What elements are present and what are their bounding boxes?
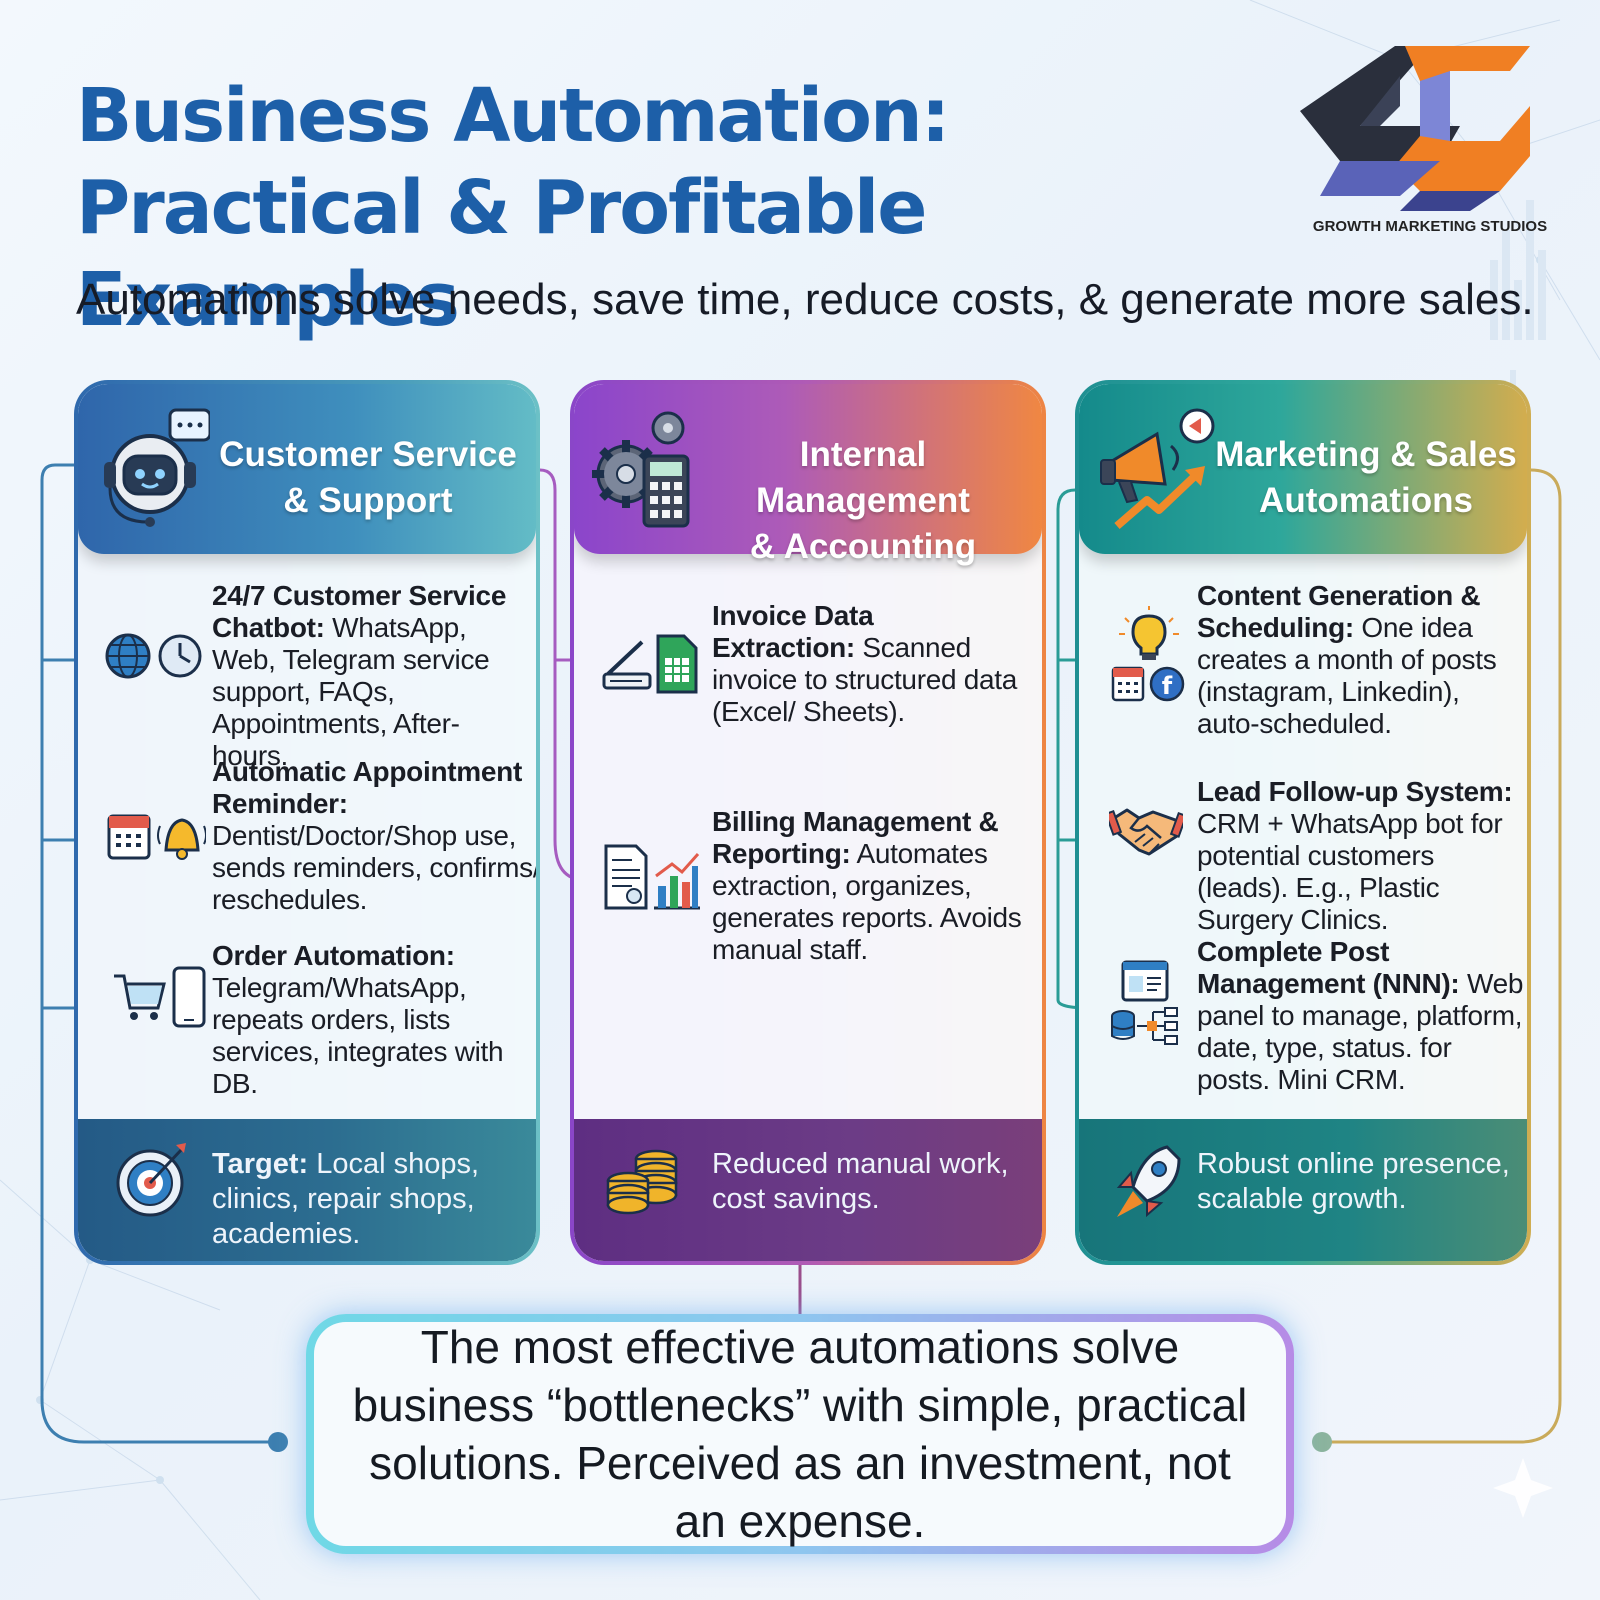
robot-chat-icon <box>104 408 210 527</box>
lightbulb-icon <box>1119 606 1179 660</box>
logo-mark-icon <box>1300 46 1530 211</box>
company-logo: GROWTH MARKETING STUDIOS <box>1300 46 1550 246</box>
calendar-icon <box>1111 666 1145 702</box>
item-text: Content Generation & Scheduling: One ide… <box>1197 580 1525 740</box>
logo-text: GROWTH MARKETING STUDIOS <box>1312 218 1548 235</box>
item-text: Billing Management & Reporting: Automate… <box>712 806 1032 966</box>
conclusion-box: The most effective automations solve bus… <box>306 1314 1294 1554</box>
facebook-icon: f <box>1149 666 1185 702</box>
item-title: Automatic Appointment Reminder: <box>212 756 522 819</box>
gears-calculator-icon <box>592 411 690 528</box>
item-title: Billing Management & Reporting: <box>712 806 999 869</box>
footer-text: Reduced manual work, cost savings. <box>712 1147 1032 1217</box>
item-description: One idea creates a month of posts (insta… <box>1197 612 1497 739</box>
column-title: Marketing & Sales Automations <box>1211 432 1521 524</box>
bell-icon <box>157 818 207 860</box>
scanner-icon <box>602 640 652 690</box>
column-footer: Robust online presence, scalable growth. <box>1079 1119 1527 1261</box>
phone-icon <box>172 966 206 1028</box>
column-header: Internal Management & Accounting <box>574 384 1042 566</box>
svg-text:f: f <box>1162 672 1173 700</box>
column-title-line-2: & Accounting <box>749 527 977 566</box>
column-title: Customer Service & Support <box>218 432 518 524</box>
invoice-icon <box>604 844 648 910</box>
subtitle: Automations solve needs, save time, redu… <box>76 275 1534 324</box>
item-text: Invoice Data Extraction: Scanned invoice… <box>712 600 1022 728</box>
item-description: Automates extraction, organizes, generat… <box>712 838 1022 965</box>
item-title: Order Automation: <box>212 940 455 971</box>
coins-icon <box>606 1149 678 1215</box>
cart-icon <box>114 974 166 1020</box>
calendar-icon <box>107 814 151 860</box>
conclusion-text: The most effective automations solve bus… <box>352 1321 1248 1547</box>
megaphone-growth-icon <box>1100 408 1215 530</box>
web-panel-icon <box>1121 960 1169 1002</box>
column-header: Marketing & Sales Automations <box>1079 384 1527 554</box>
rocket-icon <box>1116 1145 1181 1218</box>
footer-description: Robust online presence, scalable growth. <box>1197 1148 1510 1215</box>
item-description: Telegram/WhatsApp, repeats orders, lists… <box>212 972 504 1099</box>
item-text: 24/7 Customer Service Chatbot: WhatsApp,… <box>212 580 532 772</box>
column-marketing-sales: Marketing & Sales Automations <box>1075 380 1531 1265</box>
column-title-line-2: Automations <box>1259 481 1473 520</box>
item-text: Lead Follow-up System: CRM + WhatsApp bo… <box>1197 776 1527 936</box>
column-footer: Reduced manual work, cost savings. <box>574 1119 1042 1261</box>
item-text: Order Automation: Telegram/WhatsApp, rep… <box>212 940 536 1100</box>
footer-text: Robust online presence, scalable growth. <box>1197 1147 1527 1217</box>
handshake-icon <box>1104 808 1188 856</box>
database-flow-icon <box>1111 1007 1178 1045</box>
item-title: Content Generation & Scheduling: <box>1197 580 1481 643</box>
item-title: Invoice Data Extraction: <box>712 600 874 663</box>
title-line-2: Practical & Profitable Examples <box>76 165 927 343</box>
page-title: Business Automation: Practical & Profita… <box>76 70 1276 346</box>
clock-icon <box>158 634 202 678</box>
item-title: Complete Post Management (NNN): <box>1197 936 1460 999</box>
column-title: Internal Management & Accounting <box>698 432 1028 570</box>
item-description: Web panel to manage, platform, date, typ… <box>1197 968 1524 1095</box>
footer-description: Reduced manual work, cost savings. <box>712 1148 1009 1215</box>
item-text: Automatic Appointment Reminder: Dentist/… <box>212 756 536 916</box>
spreadsheet-icon <box>656 634 698 694</box>
item-description: Dentist/Doctor/Shop use, sends reminders… <box>212 820 536 915</box>
footer-description: Local shops, clinics, repair shops, acad… <box>212 1148 480 1250</box>
item-description: Scanned invoice to structured data (Exce… <box>712 632 1018 727</box>
item-description: WhatsApp, Web, Telegram service support,… <box>212 612 490 771</box>
bar-chart-icon <box>654 853 700 910</box>
column-title-line-1: Marketing & Sales <box>1215 435 1517 474</box>
column-title-line-2: & Support <box>283 481 453 520</box>
item-description: CRM + WhatsApp bot for potential custome… <box>1197 808 1503 935</box>
item-title: Lead Follow-up System: <box>1197 776 1513 807</box>
globe-icon <box>105 633 151 679</box>
footer-text: Target: Local shops, clinics, repair sho… <box>212 1147 536 1252</box>
item-title: 24/7 Customer Service Chatbot: <box>212 580 507 643</box>
column-customer-service: Customer Service & Support <box>74 380 540 1265</box>
item-text: Complete Post Management (NNN): Web pane… <box>1197 936 1527 1096</box>
column-footer: Target: Local shops, clinics, repair sho… <box>78 1119 536 1261</box>
footer-label: Target: <box>212 1148 309 1180</box>
column-title-line-1: Customer Service <box>219 435 517 474</box>
column-title-line-1: Internal Management <box>756 435 970 520</box>
column-internal-management: Internal Management & Accounting <box>570 380 1046 1265</box>
column-header: Customer Service & Support <box>78 384 536 554</box>
title-line-1: Business Automation: <box>76 73 950 159</box>
target-icon <box>116 1143 186 1217</box>
